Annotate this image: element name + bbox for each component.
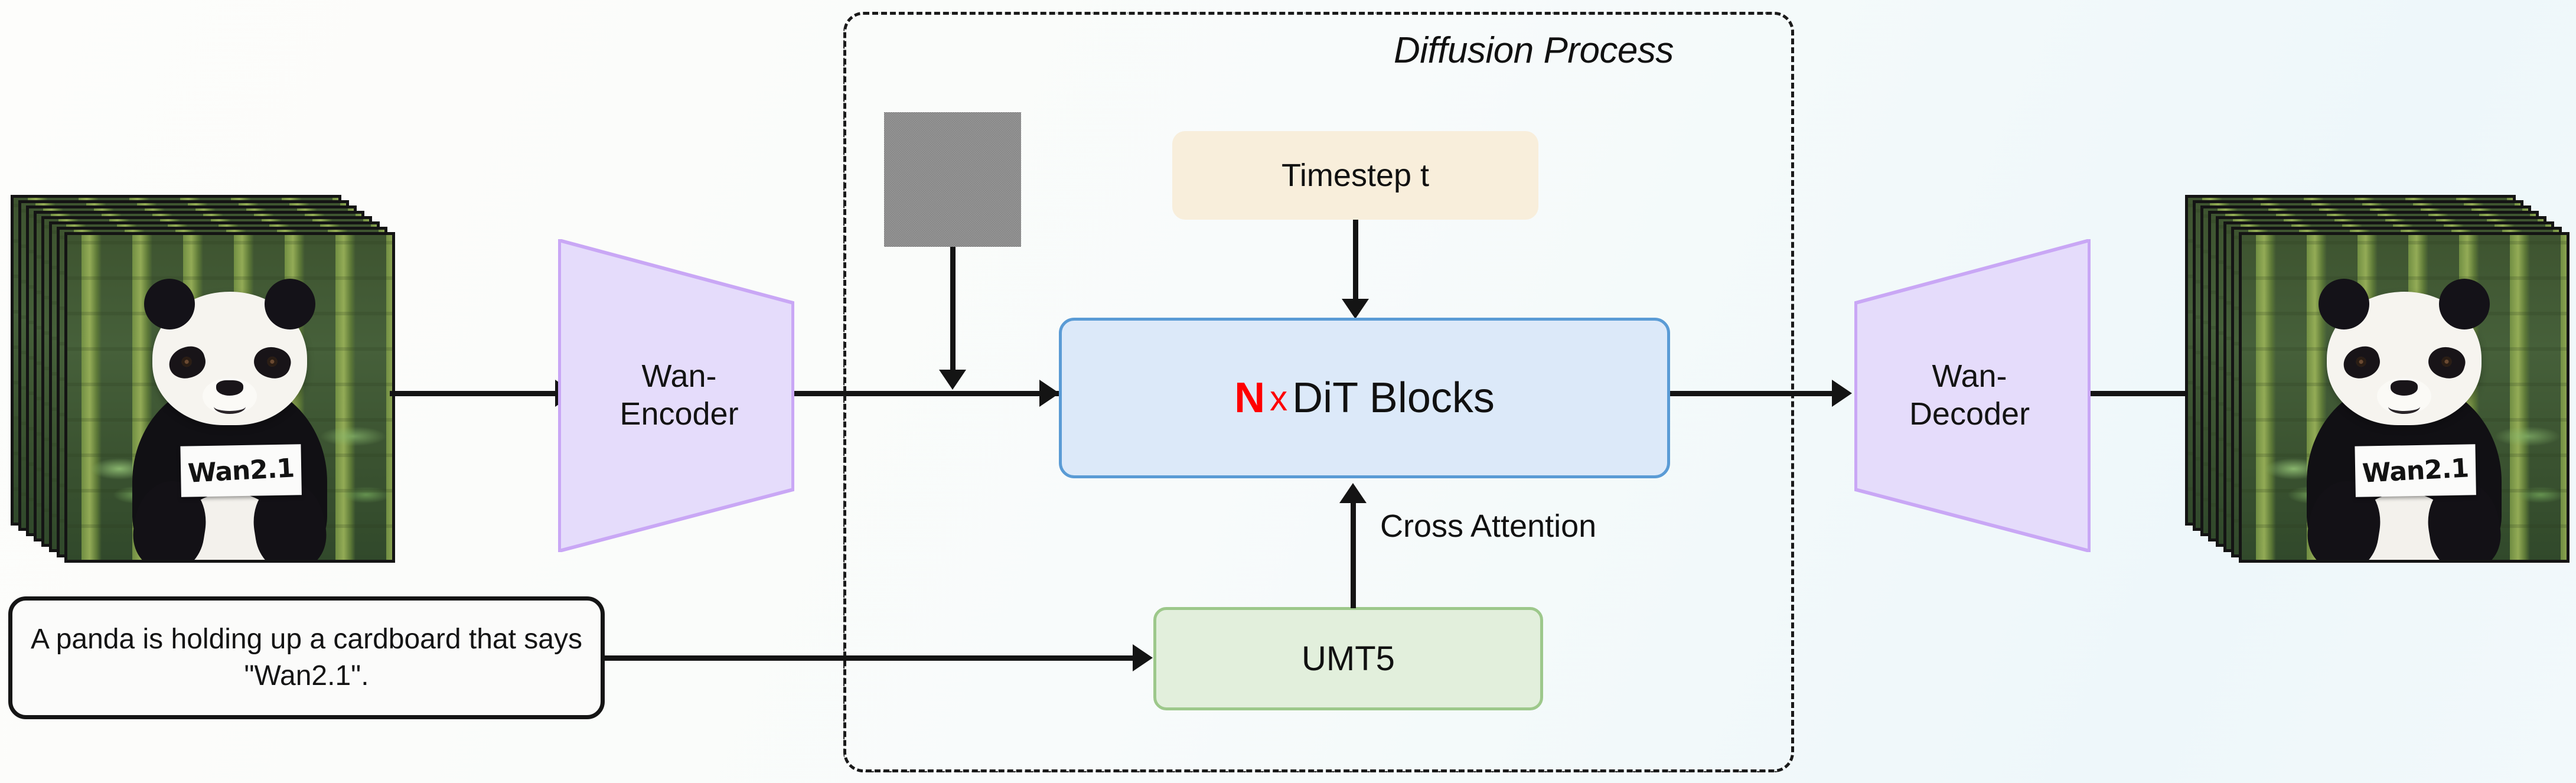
arrow-head-noise-to-latent bbox=[939, 370, 966, 390]
dit-blocks-label: DiT Blocks bbox=[1292, 374, 1495, 422]
wan-encoder-label-line2: Encoder bbox=[619, 396, 739, 432]
arrow-input-to-encoder bbox=[390, 391, 560, 396]
dit-multiply-symbol: x bbox=[1270, 378, 1288, 418]
wan-encoder-block[interactable]: Wan- Encoder bbox=[558, 239, 794, 552]
panda-head bbox=[2319, 279, 2490, 425]
timestep-label: Timestep t bbox=[1281, 158, 1430, 193]
panda-head bbox=[144, 279, 315, 425]
cardboard-sign-text: Wan2.1 bbox=[2361, 452, 2470, 489]
dit-blocks-block[interactable]: N x DiT Blocks bbox=[1059, 318, 1670, 478]
arrow-head-timestep-to-dit bbox=[1342, 299, 1369, 319]
arrow-noise-to-latent bbox=[950, 247, 956, 374]
timestep-block[interactable]: Timestep t bbox=[1172, 131, 1538, 220]
wan-decoder-label-line1: Wan- bbox=[1932, 358, 2007, 394]
umt5-label: UMT5 bbox=[1302, 640, 1395, 678]
wan-encoder-label-line1: Wan- bbox=[641, 358, 717, 394]
arrow-umt5-to-dit bbox=[1351, 499, 1356, 608]
umt5-block[interactable]: UMT5 bbox=[1153, 607, 1543, 710]
cross-attention-label: Cross Attention bbox=[1380, 508, 1597, 544]
arrow-head-dit-to-decoder bbox=[1832, 380, 1852, 407]
video-frame-front: Wan2.1 bbox=[2239, 232, 2570, 563]
arrow-timestep-to-dit bbox=[1353, 220, 1358, 311]
gaussian-noise-patch bbox=[884, 112, 1021, 247]
text-prompt-value: A panda is holding up a cardboard that s… bbox=[31, 623, 582, 691]
wan-decoder-block[interactable]: Wan- Decoder bbox=[1854, 239, 2091, 552]
wan-decoder-label-line2: Decoder bbox=[1909, 396, 2030, 432]
dit-repeat-count: N bbox=[1234, 374, 1266, 422]
cardboard-sign: Wan2.1 bbox=[180, 444, 302, 497]
arrow-dit-to-decoder bbox=[1670, 391, 1847, 396]
diffusion-process-label: Diffusion Process bbox=[1394, 30, 1674, 71]
arrow-prompt-to-umt5 bbox=[605, 655, 1136, 661]
input-video-frames: Wan2.1 bbox=[11, 195, 395, 573]
arrow-head-umt5-to-dit bbox=[1339, 483, 1367, 503]
cardboard-sign-text: Wan2.1 bbox=[187, 452, 295, 489]
arrow-head-prompt-to-umt5 bbox=[1133, 644, 1153, 671]
arrow-decoder-to-output bbox=[2091, 391, 2197, 396]
cardboard-sign: Wan2.1 bbox=[2355, 444, 2476, 497]
output-video-frames: Wan2.1 bbox=[2185, 195, 2570, 573]
text-prompt-box[interactable]: A panda is holding up a cardboard that s… bbox=[8, 596, 605, 719]
video-frame-front: Wan2.1 bbox=[64, 232, 395, 563]
